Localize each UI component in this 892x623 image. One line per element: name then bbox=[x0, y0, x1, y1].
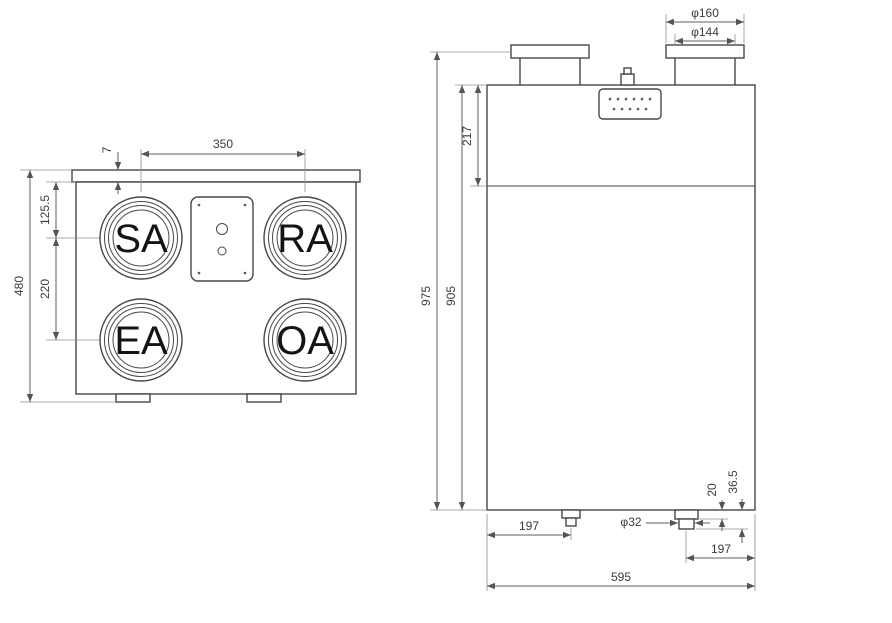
dim-phi144: φ144 bbox=[674, 25, 736, 45]
port-ring bbox=[112, 311, 170, 369]
terminal-plate bbox=[598, 88, 662, 120]
foot-right bbox=[246, 393, 282, 403]
dim-phi32: φ32 bbox=[620, 515, 710, 529]
spigot-right-flange bbox=[665, 44, 745, 59]
spigot-left bbox=[510, 44, 590, 87]
terminal-dot bbox=[612, 107, 616, 111]
dim-label: 480 bbox=[12, 276, 26, 296]
gland-cap bbox=[623, 67, 632, 75]
port-ring bbox=[104, 303, 178, 377]
port-ring bbox=[104, 201, 178, 275]
terminal-dot bbox=[636, 107, 640, 111]
terminal-dot bbox=[640, 97, 644, 101]
dim-label: 197 bbox=[519, 519, 539, 533]
port-oa: OA bbox=[263, 298, 347, 382]
control-terminal bbox=[598, 88, 662, 120]
drain-right-pipe bbox=[678, 518, 695, 530]
dim-label: φ144 bbox=[691, 25, 719, 39]
drain-right-flange bbox=[674, 509, 699, 520]
dim-350: 350 bbox=[140, 137, 306, 192]
dim-197-right: 197 bbox=[685, 531, 755, 563]
port-ring bbox=[272, 307, 338, 373]
cover-plate bbox=[190, 196, 254, 282]
port-label-ra: RA bbox=[277, 217, 333, 261]
port-ring bbox=[108, 307, 174, 373]
dim-197-left: 197 bbox=[487, 519, 572, 540]
dim-480: 480 bbox=[12, 169, 116, 403]
port-outer-ring bbox=[99, 196, 183, 280]
screw-dot bbox=[197, 271, 201, 275]
dim-label: 36.5 bbox=[726, 470, 740, 494]
port-outer-ring bbox=[263, 196, 347, 280]
screw-dot bbox=[243, 271, 247, 275]
terminal-dot bbox=[632, 97, 636, 101]
top-view: SA RA EA OA bbox=[12, 137, 361, 403]
dim-label: 20 bbox=[705, 483, 719, 497]
screw-dot bbox=[197, 203, 201, 207]
dim-905: 905 bbox=[444, 84, 487, 510]
port-ra: RA bbox=[263, 196, 347, 280]
foot-left bbox=[115, 393, 151, 403]
port-ring bbox=[112, 209, 170, 267]
dim-975: 975 bbox=[419, 51, 511, 511]
dim-label: φ160 bbox=[691, 6, 719, 20]
drain-left-pipe bbox=[565, 517, 577, 527]
plate-hole-small bbox=[217, 246, 227, 256]
port-ring bbox=[268, 201, 342, 275]
terminal-dot bbox=[608, 97, 612, 101]
dim-20: 20 bbox=[698, 483, 728, 531]
dim-label: 220 bbox=[38, 279, 52, 299]
plate-hole-large bbox=[216, 223, 228, 235]
dim-217: 217 bbox=[460, 85, 487, 187]
drain-left-flange bbox=[561, 509, 581, 519]
dim-label: 595 bbox=[611, 570, 631, 584]
drain-right bbox=[674, 509, 699, 530]
port-ea: EA bbox=[99, 298, 183, 382]
dim-label: 197 bbox=[711, 542, 731, 556]
terminal-dot bbox=[648, 97, 652, 101]
port-outer-ring bbox=[99, 298, 183, 382]
unit-body-front bbox=[486, 84, 756, 511]
port-ring bbox=[272, 205, 338, 271]
dim-595: 595 bbox=[486, 514, 756, 591]
front-view: φ160 φ144 217 975 905 bbox=[419, 6, 756, 591]
top-plate bbox=[71, 169, 361, 183]
terminal-dot bbox=[616, 97, 620, 101]
dim-label: 905 bbox=[444, 286, 458, 306]
port-ring bbox=[276, 209, 334, 267]
screw-dot bbox=[243, 203, 247, 207]
port-ring bbox=[108, 205, 174, 271]
spigot-left-tube bbox=[519, 56, 581, 87]
spigot-right bbox=[665, 44, 745, 87]
dim-label: 7 bbox=[100, 146, 114, 153]
dim-label: 975 bbox=[419, 286, 433, 306]
port-sa: SA bbox=[99, 196, 183, 280]
dim-phi160: φ160 bbox=[665, 6, 745, 43]
terminal-dot bbox=[624, 97, 628, 101]
port-label-oa: OA bbox=[276, 319, 334, 363]
spigot-right-tube bbox=[674, 56, 736, 87]
gland-body bbox=[620, 73, 635, 86]
dim-7: 7 bbox=[100, 146, 122, 194]
port-label-sa: SA bbox=[114, 217, 168, 261]
terminal-dot bbox=[620, 107, 624, 111]
port-ring bbox=[276, 311, 334, 369]
center-cover-plate bbox=[190, 196, 254, 282]
port-outer-ring bbox=[263, 298, 347, 382]
cable-gland bbox=[620, 67, 635, 86]
dim-label: 125.5 bbox=[38, 195, 52, 225]
drain-left bbox=[561, 509, 581, 527]
dim-label: 350 bbox=[213, 137, 233, 151]
terminal-dot bbox=[644, 107, 648, 111]
terminal-dot bbox=[628, 107, 632, 111]
spigot-left-flange bbox=[510, 44, 590, 59]
dim-125-5: 125.5 bbox=[38, 181, 76, 238]
port-label-ea: EA bbox=[114, 319, 168, 363]
dim-220: 220 bbox=[38, 238, 60, 340]
dim-36-5: 36.5 bbox=[696, 470, 748, 543]
port-ring bbox=[268, 303, 342, 377]
dim-label: φ32 bbox=[620, 515, 641, 529]
